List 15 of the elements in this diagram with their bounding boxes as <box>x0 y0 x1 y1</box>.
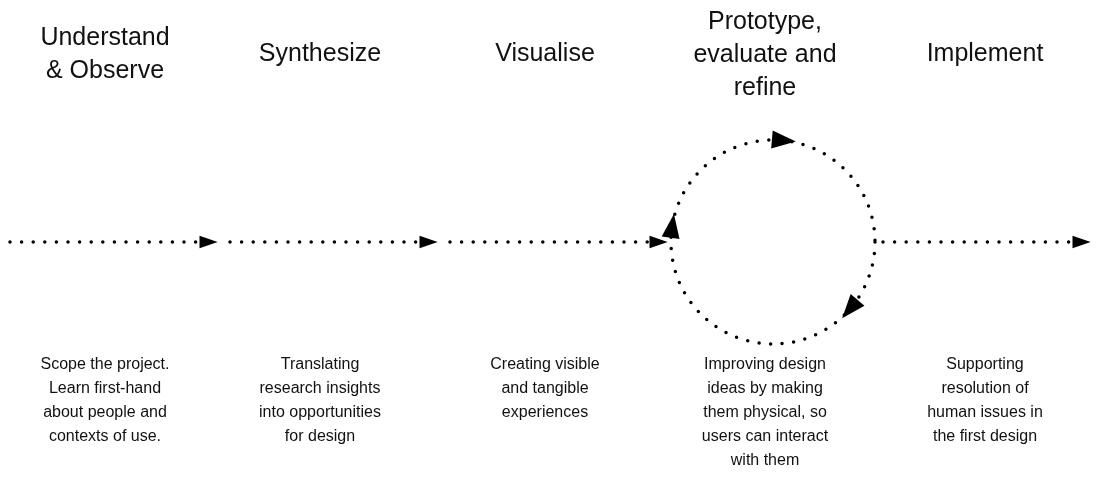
phase-heading: Understand & Observe <box>39 21 171 85</box>
phase-description: Creating visible and tangible experiences <box>489 354 601 422</box>
dotted-arrow <box>228 235 439 249</box>
dotted-arrow <box>8 235 219 249</box>
dotted-arrow <box>448 235 669 249</box>
phase-heading: Visualise <box>494 37 596 68</box>
cycle-loop-arrow <box>661 130 877 346</box>
phase-description: Translating research insights into opportunities for design <box>258 354 382 446</box>
phase-description: Scope the project. Learn first-hand about people and contexts of use. <box>39 354 171 446</box>
dotted-arrow <box>881 235 1092 249</box>
phase-heading: Prototype, evaluate and refine <box>692 5 838 102</box>
phase-description: Supporting resolution of human issues in the first design <box>926 354 1044 446</box>
phase-description: Improving design ideas by making them physical, so users can interact with them <box>700 354 830 470</box>
phase-heading: Implement <box>925 37 1045 68</box>
phase-heading: Synthesize <box>257 37 383 68</box>
